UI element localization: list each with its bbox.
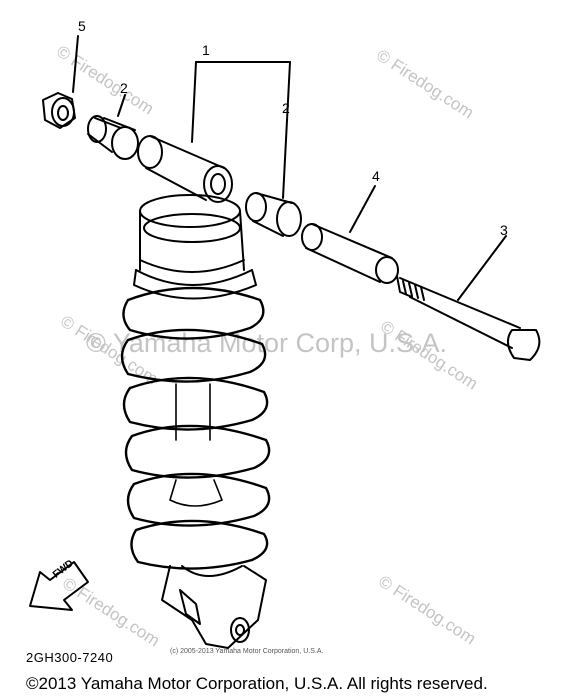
collar-part-2-right	[245, 192, 302, 237]
bottom-clevis	[161, 565, 267, 649]
fwd-arrow	[29, 561, 89, 611]
callout-4: 4	[372, 168, 380, 184]
coil-spring	[120, 286, 271, 570]
callout-3: 3	[500, 222, 508, 238]
small-copyright: (c) 2005-2013 Yamaha Motor Corporation, …	[170, 648, 324, 655]
spacer-part-4	[301, 223, 399, 284]
part-code: 2GH300-7240	[26, 650, 114, 665]
nut-part-5	[42, 92, 76, 129]
callout-1: 1	[202, 42, 210, 58]
bushing-part-1	[137, 135, 233, 203]
damper-rod	[169, 383, 223, 507]
shock-body-top	[133, 194, 257, 300]
leader-lines	[72, 35, 507, 301]
callout-2-right: 2	[282, 100, 290, 116]
bolt-part-3	[396, 275, 541, 361]
callout-2-left: 2	[120, 80, 128, 96]
callout-5: 5	[78, 18, 86, 34]
bottom-copyright: ©2013 Yamaha Motor Corporation, U.S.A. A…	[26, 674, 488, 693]
collar-part-2-left	[87, 115, 139, 160]
